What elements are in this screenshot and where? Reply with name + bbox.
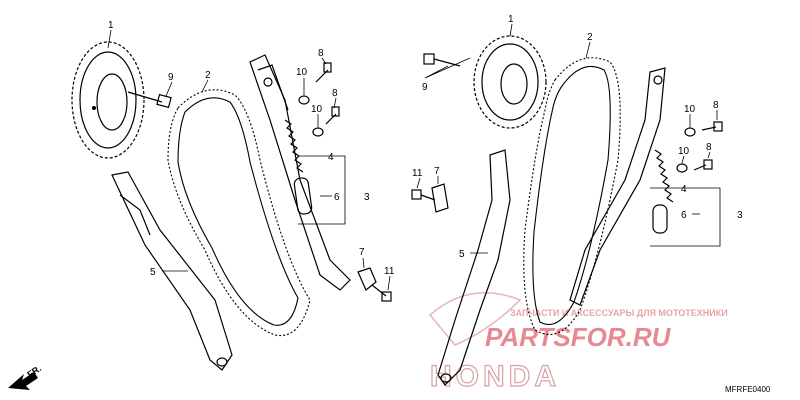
watermark-maker: HONDA <box>430 360 560 393</box>
callout-8-left-upper: 8 <box>318 48 324 59</box>
callout-6-left: 6 <box>334 192 340 203</box>
callout-8-left-lower: 8 <box>332 88 338 99</box>
cam-sprocket-right <box>473 35 547 129</box>
bolt-9-left <box>127 91 172 109</box>
bracket-7-left <box>357 267 377 291</box>
collar-right <box>652 204 668 234</box>
bolt-9-right <box>423 53 461 67</box>
tensioner-right <box>569 67 666 306</box>
callouts: 1 9 2 8 10 10 8 4 6 3 5 7 11 1 9 2 10 8 … <box>108 14 743 278</box>
front-direction-indicator: FR. <box>8 363 43 390</box>
callout-5-left: 5 <box>150 267 156 278</box>
spring-left <box>284 119 304 173</box>
watermark-tagline: ЗАПЧАСТИ И АКСЕССУАРЫ ДЛЯ МОТОТЕХНИКИ <box>510 308 728 318</box>
callout-10-right-lower: 10 <box>678 146 690 157</box>
watermark: ЗАПЧАСТИ И АКСЕССУАРЫ ДЛЯ МОТОТЕХНИКИ PA… <box>428 291 728 394</box>
diagram-code: MFRFE0400 <box>725 385 771 394</box>
watermark-brand: PARTSFOR.RU <box>485 322 672 352</box>
callout-10-left-lower: 10 <box>311 104 323 115</box>
callout-6-right: 6 <box>681 210 687 221</box>
callout-5-right: 5 <box>459 249 465 260</box>
callout-7-right: 7 <box>434 166 440 177</box>
cam-sprocket-left <box>71 41 145 159</box>
washer-10-right-upper <box>684 127 696 137</box>
callout-10-right-upper: 10 <box>684 104 696 115</box>
tensioner-left <box>249 54 351 291</box>
bolt-11-right <box>411 189 436 201</box>
callout-11-left: 11 <box>384 266 395 277</box>
bolt-11-left <box>371 284 392 302</box>
chain-guide-right <box>437 149 511 386</box>
bracket-7-right <box>431 183 449 213</box>
cam-chain-left <box>167 89 311 337</box>
washer-10-left-upper <box>298 95 310 105</box>
callout-10-left-upper: 10 <box>296 67 308 78</box>
callout-8-right-lower: 8 <box>706 142 712 153</box>
callout-11-right: 11 <box>412 168 423 179</box>
callout-3-right: 3 <box>737 210 743 221</box>
bolt-8-right-upper <box>701 121 723 132</box>
bolt-8-right-lower <box>693 159 713 171</box>
cam-chain-right <box>523 57 621 335</box>
callout-2-left: 2 <box>205 70 211 81</box>
callout-3-left: 3 <box>364 192 370 203</box>
bolt-8-left-upper <box>315 62 332 83</box>
front-arrow-icon <box>8 372 38 390</box>
collar-left <box>293 177 313 215</box>
chain-guide-left <box>111 171 233 371</box>
washer-10-left-lower <box>312 127 324 137</box>
callout-7-left: 7 <box>359 247 365 258</box>
callout-1-right: 1 <box>508 14 514 25</box>
callout-1-left: 1 <box>108 20 114 31</box>
callout-4-left: 4 <box>328 152 334 163</box>
callout-2-right: 2 <box>587 32 593 43</box>
callout-8-right-upper: 8 <box>713 100 719 111</box>
spring-right <box>654 149 674 203</box>
callout-4-right: 4 <box>681 184 687 195</box>
washer-10-right-lower <box>676 163 688 173</box>
leader-lines <box>107 23 721 291</box>
callout-9-right: 9 <box>422 82 428 93</box>
callout-9-left: 9 <box>168 72 174 83</box>
bolt-8-left-lower <box>325 106 340 125</box>
